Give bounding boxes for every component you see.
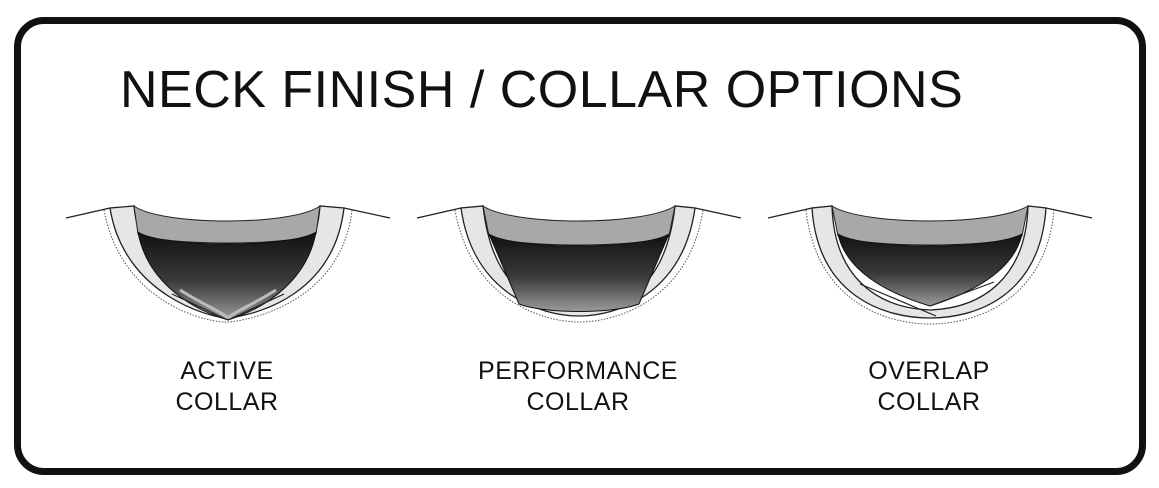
overlap-collar-illustration bbox=[767, 204, 1093, 325]
caption-line-2: COLLAR bbox=[877, 388, 981, 416]
overlap-collar-option: OVERLAP COLLAR bbox=[764, 196, 1094, 436]
caption-line-1: OVERLAP bbox=[868, 357, 990, 385]
active-collar-option: ACTIVE COLLAR bbox=[62, 196, 392, 436]
page-title: NECK FINISH / COLLAR OPTIONS bbox=[120, 61, 964, 119]
active-collar-caption: ACTIVE COLLAR bbox=[62, 356, 392, 418]
performance-collar-option: PERFORMANCE COLLAR bbox=[413, 196, 743, 436]
caption-line-2: COLLAR bbox=[526, 388, 630, 416]
caption-line-1: ACTIVE bbox=[180, 357, 274, 385]
performance-collar-caption: PERFORMANCE COLLAR bbox=[413, 356, 743, 418]
caption-line-2: COLLAR bbox=[175, 388, 279, 416]
active-collar-illustration bbox=[65, 204, 391, 323]
caption-line-1: PERFORMANCE bbox=[478, 357, 678, 385]
overlap-collar-caption: OVERLAP COLLAR bbox=[764, 356, 1094, 418]
performance-collar-illustration bbox=[416, 204, 742, 323]
